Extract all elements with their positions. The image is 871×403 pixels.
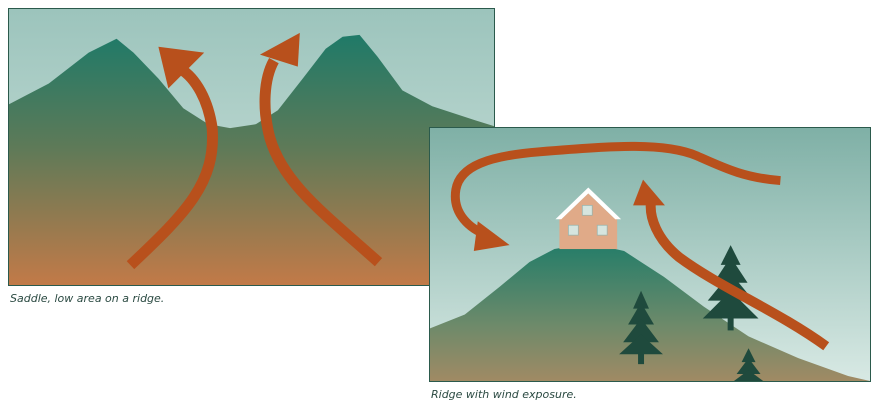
- caption-saddle: Saddle, low area on a ridge.: [10, 292, 164, 305]
- ridge-figure: [429, 127, 871, 382]
- caption-ridge: Ridge with wind exposure.: [431, 388, 577, 401]
- saddle-illustration: [9, 9, 494, 285]
- ridge-illustration: [430, 128, 870, 381]
- saddle-figure: [8, 8, 495, 286]
